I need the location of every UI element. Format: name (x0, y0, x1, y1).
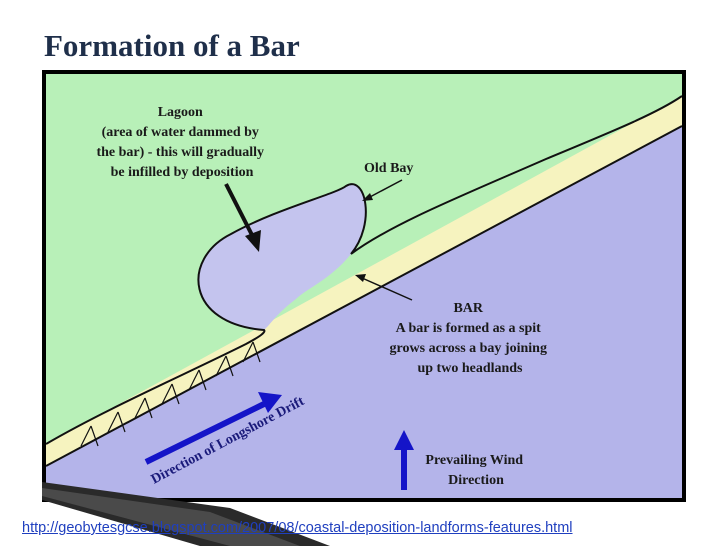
sea-area (46, 126, 682, 498)
old-bay-pointer (367, 179, 403, 199)
bar-pointer (361, 277, 413, 301)
diagram-frame: Lagoon (area of water dammed by the bar)… (42, 70, 686, 502)
prevailing-wind-label: Prevailing Wind Direction (425, 453, 526, 488)
landward-coastline (46, 95, 682, 445)
lagoon-pointer-arrowhead (245, 230, 261, 252)
lagoon-label-line: be infilled by deposition (111, 165, 254, 180)
old-bay-label: Old Bay (364, 161, 413, 176)
old-bay-pointer-head (362, 193, 373, 201)
lagoon-label: Lagoon (area of water dammed by the bar)… (96, 105, 267, 180)
lagoon-label-line: Lagoon (158, 105, 203, 120)
lagoon-pointer-arrow (224, 183, 256, 240)
lagoon-label-line: the bar) - this will gradually (96, 145, 264, 160)
bar-pointer-head (355, 274, 366, 282)
bar-label: BAR A bar is formed as a spit grows acro… (390, 301, 551, 376)
bar-label-line: BAR (453, 301, 483, 316)
lagoon-water (198, 184, 366, 330)
longshore-drift-arrowhead (258, 392, 282, 413)
swash-arrows (80, 341, 261, 447)
longshore-drift-arrow (144, 401, 266, 465)
prevailing-wind-arrowhead (394, 430, 414, 450)
bar-label-line: grows across a bay joining (390, 341, 547, 356)
source-link[interactable]: http://geobytesgcse.blogspot.com/2007/08… (22, 520, 573, 536)
slide-title: Formation of a Bar (44, 28, 300, 63)
sand-bar (46, 96, 682, 466)
prevailing-wind-label-line: Prevailing Wind (425, 453, 523, 468)
prevailing-wind-label-line: Direction (448, 473, 504, 488)
bar-formation-diagram: Lagoon (area of water dammed by the bar)… (46, 74, 682, 498)
seaward-coastline (46, 125, 682, 467)
bar-label-line: A bar is formed as a spit (396, 321, 542, 336)
bar-label-line: up two headlands (417, 361, 523, 376)
lagoon-label-line: (area of water dammed by (102, 125, 259, 140)
